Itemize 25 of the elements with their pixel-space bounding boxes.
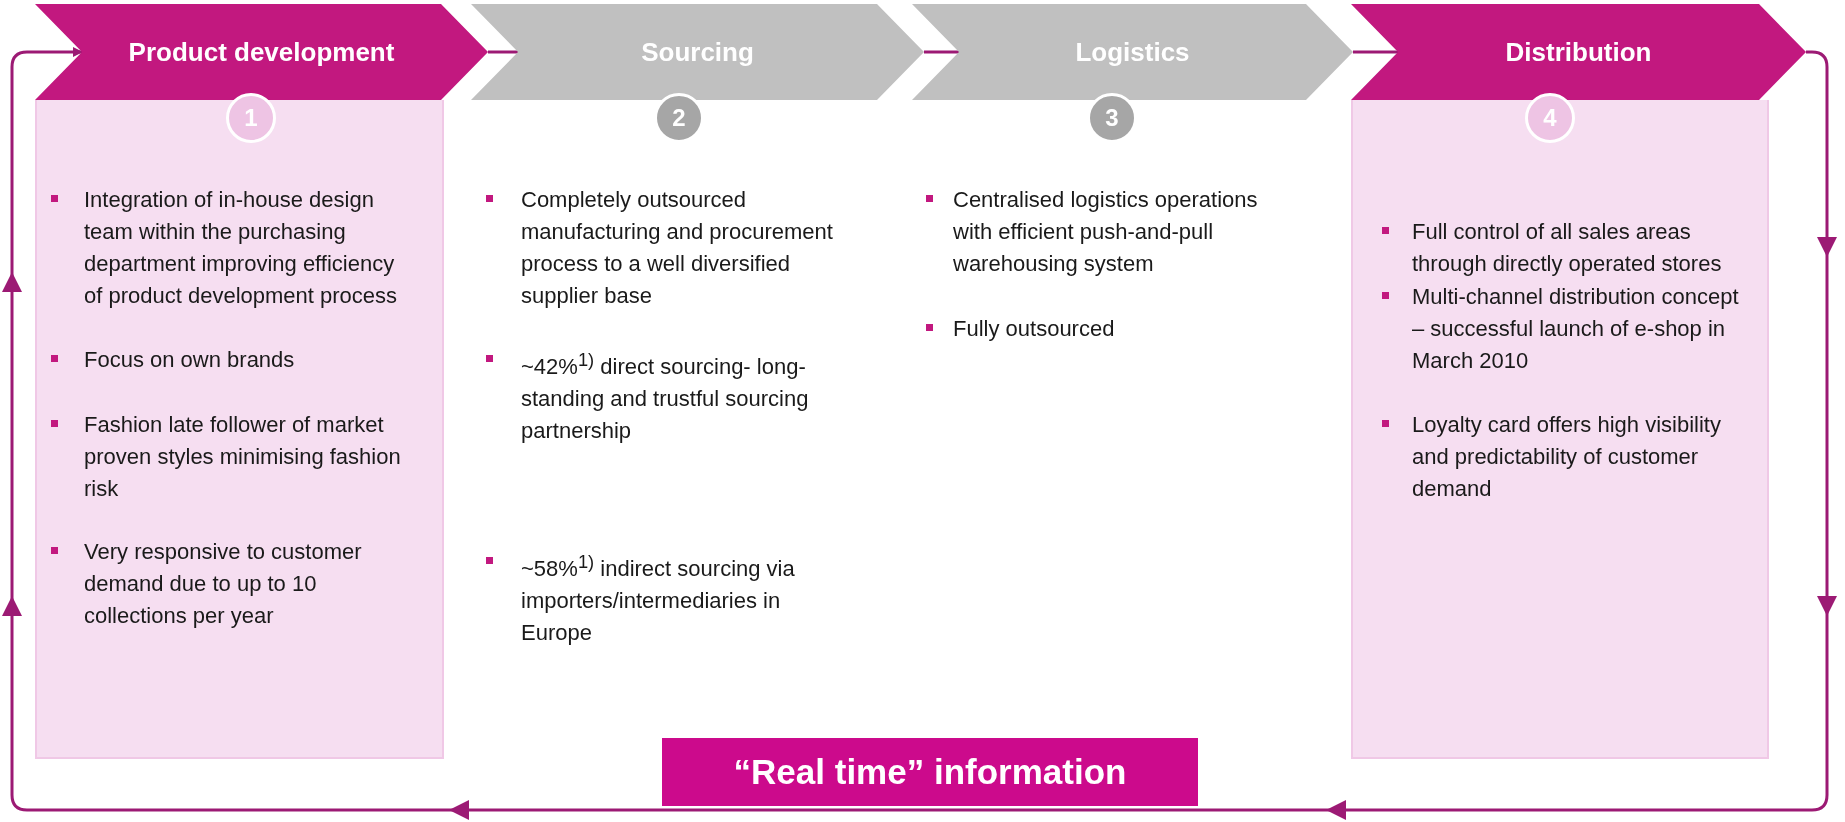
process-chevron — [912, 4, 1353, 100]
bullet-text: Very responsive to customer demand due to up to 10 collections per year — [84, 538, 363, 630]
bullet-text: Completely outsourced manufacturing and procurement process to a well diversified supplier base — [521, 186, 834, 310]
stage-heading: Sourcing — [640, 35, 755, 69]
stage-panel — [1351, 100, 1769, 759]
bullet-text: Centralised logistics operations with efficient push-and-pull warehousing system — [953, 186, 1259, 278]
process-chevron — [35, 4, 488, 100]
bullet-text: Multi-channel distribution concept – successful launch of e-shop in March 2010 — [1412, 283, 1740, 375]
process-chevron — [471, 4, 924, 100]
process-chevron — [1351, 4, 1806, 100]
bullet-text: Fashion late follower of market proven styles minimising fashion risk — [84, 411, 402, 503]
bullet-text: Focus on own brands — [84, 346, 296, 374]
stage-heading: Product development — [127, 35, 396, 69]
bullet-text: Full control of all sales areas through directly operated stores — [1412, 218, 1723, 278]
bullet-text: Integration of in-house design team within the purchasing department improving efficiency of product development process — [84, 186, 399, 310]
bullet-text: Loyalty card offers high visibility and predictability of customer demand — [1412, 411, 1722, 503]
bullet-text: Fully outsourced — [953, 315, 1116, 343]
bullet-text: ~42%$^{1)}$ direct sourcing- long-standing and trustful sourcing partnership — [521, 348, 810, 446]
step-number: 3 — [1087, 93, 1137, 143]
step-number: 2 — [654, 93, 704, 143]
stage-heading: Distribution — [1504, 35, 1653, 69]
stage-heading: Logistics — [1074, 35, 1191, 69]
stage-panel — [35, 100, 444, 759]
bullet-text: ~58%$^{1)}$ indirect sourcing via importers/intermediaries in Europe — [521, 550, 796, 648]
info-banner: “Real time” information — [662, 738, 1198, 806]
